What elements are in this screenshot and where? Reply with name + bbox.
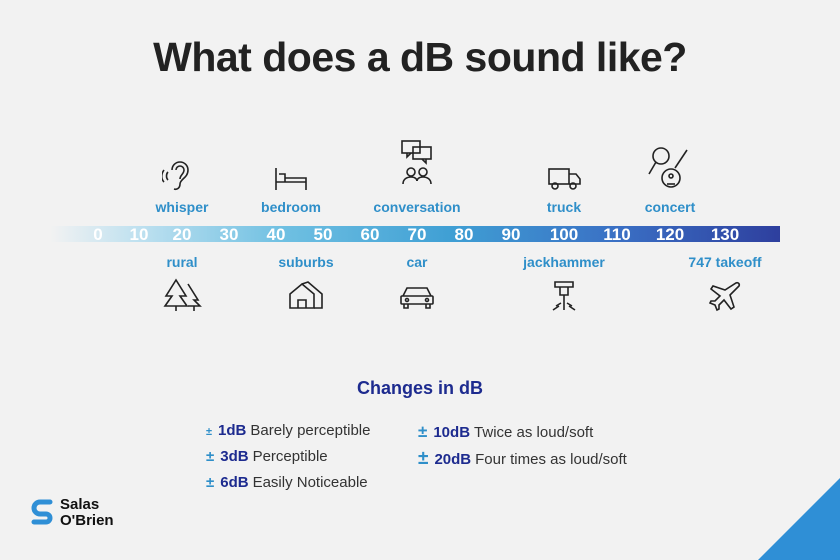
label-rural: rural	[166, 254, 198, 270]
label-conversation: conversation	[373, 199, 461, 215]
plus-minus-icon: ±	[206, 426, 213, 438]
label-car: car	[406, 254, 428, 270]
scale-tick: 50	[313, 225, 333, 244]
scale-tick: 120	[655, 225, 685, 244]
house-icon	[288, 280, 324, 310]
airplane-icon	[708, 280, 742, 312]
plus-minus-icon: ±	[206, 448, 215, 465]
chat-people-icon	[399, 138, 435, 190]
plus-minus-icon: ±	[206, 474, 215, 491]
microphone-guitar-icon	[647, 144, 693, 192]
salas-obrien-logo: Salas O'Brien	[30, 497, 114, 529]
change-desc: Barely perceptible	[250, 422, 371, 439]
change-db: 3dB	[220, 448, 249, 465]
change-desc: Easily Noticeable	[252, 474, 368, 491]
bed-icon	[273, 164, 309, 192]
scale-tick: 60	[360, 225, 380, 244]
label-truck: truck	[546, 199, 582, 215]
scale-tick: 30	[219, 225, 239, 244]
change-db: 10dB	[433, 424, 471, 441]
car-icon	[399, 284, 435, 310]
scale-tick: 110	[603, 225, 631, 244]
plus-minus-icon: ±	[418, 422, 428, 441]
changes-title: Changes in dB	[356, 378, 483, 398]
label-concert: concert	[644, 199, 696, 215]
scale-tick: 10	[129, 225, 149, 244]
corner-accent	[758, 478, 840, 560]
change-desc: Twice as loud/soft	[474, 424, 594, 441]
change-db: 1dB	[218, 422, 247, 439]
scale-tick: 90	[501, 225, 521, 244]
change-desc: Perceptible	[252, 448, 328, 465]
label-747-takeoff: 747 takeoff	[688, 254, 762, 270]
change-db: 20dB	[434, 451, 472, 468]
change-db: 6dB	[220, 474, 249, 491]
scale-tick: 70	[407, 225, 427, 244]
scale-tick: 100	[549, 225, 579, 244]
jackhammer-icon	[547, 278, 581, 312]
scale-tick: 0	[93, 225, 103, 244]
logo-mark-icon	[31, 499, 53, 525]
scale-tick: 80	[454, 225, 474, 244]
truck-icon	[546, 164, 582, 192]
scale-tick: 20	[172, 225, 192, 244]
scale-tick: 40	[266, 225, 286, 244]
change-desc: Four times as loud/soft	[475, 451, 627, 468]
logo-line2: O'Brien	[60, 512, 114, 529]
label-jackhammer: jackhammer	[523, 254, 605, 270]
label-whisper: whisper	[155, 199, 209, 215]
logo-line1: Salas	[60, 496, 100, 513]
label-suburbs: suburbs	[278, 254, 334, 270]
page-title: What does a dB sound like?	[153, 34, 687, 80]
ear-sound-icon	[162, 158, 202, 194]
decibel-scale-bar	[50, 226, 780, 242]
plus-minus-icon: ±	[418, 448, 429, 469]
scale-tick: 130	[710, 225, 740, 244]
label-bedroom: bedroom	[261, 199, 321, 215]
trees-icon	[162, 278, 202, 312]
